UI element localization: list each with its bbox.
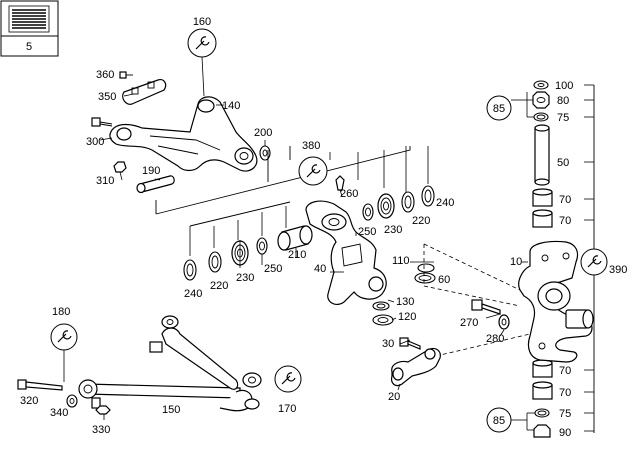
washer-130: [372, 301, 390, 311]
label-75-bottom: 75: [559, 408, 571, 420]
label-70-a: 70: [559, 194, 571, 206]
bracket-350: [122, 79, 167, 105]
label-180: 180: [52, 306, 70, 318]
label-390: 390: [609, 264, 627, 276]
washer-200: [259, 145, 271, 161]
track-rod-150: [78, 315, 262, 412]
label-240-upper: 240: [436, 197, 454, 209]
label-100: 100: [555, 80, 573, 92]
screw-360: [119, 71, 133, 79]
label-280: 280: [486, 333, 504, 345]
label-130: 130: [396, 296, 414, 308]
label-50: 50: [557, 157, 569, 169]
label-70-d: 70: [559, 387, 571, 399]
label-220-upper: 220: [412, 215, 430, 227]
sheet-number: 5: [26, 41, 32, 53]
label-75-top: 75: [557, 112, 569, 124]
label-330: 330: [92, 424, 110, 436]
label-140: 140: [222, 100, 240, 112]
label-60: 60: [438, 274, 450, 286]
label-85-top: 85: [493, 103, 505, 115]
document-lines-icon: [8, 5, 50, 33]
label-380: 380: [302, 140, 320, 152]
wrench-in-circle-icon: [580, 248, 608, 276]
nut-310: [113, 161, 127, 173]
label-260: 260: [340, 188, 358, 200]
upper-control-arm-140: [109, 96, 258, 172]
label-40: 40: [314, 263, 326, 275]
label-170: 170: [278, 403, 296, 415]
nut-330: [95, 405, 111, 415]
washer-340: [66, 394, 78, 408]
label-120: 120: [398, 311, 416, 323]
label-20: 20: [388, 391, 400, 403]
ring-110: [414, 272, 436, 284]
wrench-in-circle-icon: [298, 156, 328, 186]
label-110: 110: [392, 255, 410, 267]
label-85-bottom: 85: [493, 415, 505, 427]
kingpin-stack: [486, 80, 595, 438]
grease-nipple-260: [335, 175, 345, 191]
label-350: 350: [98, 91, 116, 103]
label-270: 270: [460, 317, 478, 329]
steering-knuckle-10: [518, 240, 594, 363]
nut-280: [498, 314, 510, 330]
label-340: 340: [50, 407, 68, 419]
label-320: 320: [20, 395, 38, 407]
label-210: 210: [288, 249, 306, 261]
bearing-row-upper: [362, 185, 435, 221]
label-310: 310: [96, 175, 114, 187]
bolt-270: [471, 299, 501, 315]
wrench-in-circle-icon: [187, 28, 217, 58]
label-300: 300: [86, 136, 104, 148]
part-number-labels: 160 360 350 140 300 200 380 190 310 260 …: [20, 16, 627, 439]
label-250-lower: 250: [264, 263, 282, 275]
label-250-upper: 250: [358, 226, 376, 238]
washer-120: [372, 314, 394, 326]
title-block: 5: [0, 0, 59, 57]
label-90: 90: [559, 427, 571, 439]
label-220-lower: 220: [210, 280, 228, 292]
label-360: 360: [96, 69, 114, 81]
label-150: 150: [162, 404, 180, 416]
label-70-b: 70: [559, 215, 571, 227]
label-30: 30: [382, 338, 394, 350]
wrench-in-circle-icon: [50, 323, 78, 351]
label-190: 190: [142, 165, 160, 177]
pin-190: [136, 175, 175, 194]
bolt-300: [91, 117, 113, 127]
knuckle-housing-40: [305, 200, 387, 306]
washer-60: [417, 263, 435, 273]
label-230-upper: 230: [384, 224, 402, 236]
leader-lines: [99, 93, 528, 420]
bolt-30: [399, 337, 421, 350]
label-160: 160: [193, 16, 211, 28]
label-200: 200: [254, 127, 272, 139]
wrench-in-circle-icon: [274, 365, 302, 393]
label-80: 80: [557, 95, 569, 107]
label-240-lower: 240: [184, 288, 202, 300]
label-10: 10: [510, 256, 522, 268]
bolt-320: [17, 379, 63, 391]
steering-arm-20: [391, 347, 441, 387]
label-70-c: 70: [559, 365, 571, 377]
label-230-lower: 230: [236, 272, 254, 284]
